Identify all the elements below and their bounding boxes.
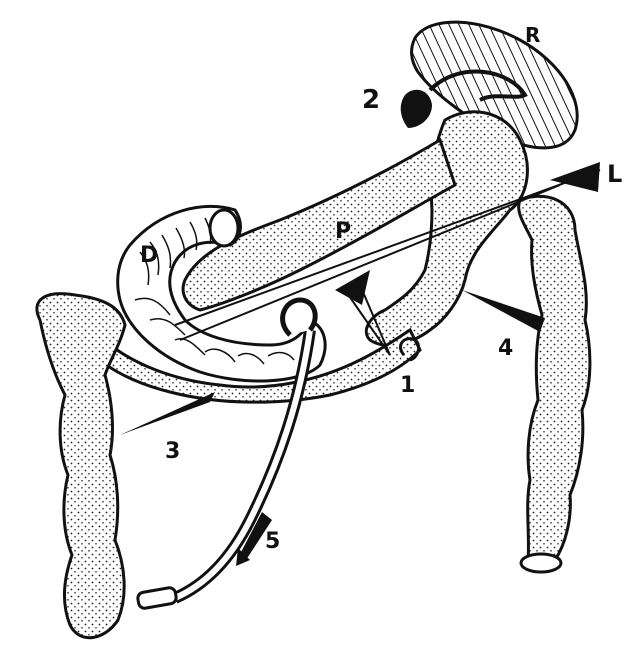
label-4: 4 <box>498 336 513 361</box>
descending-colon <box>519 196 590 560</box>
colon-end <box>521 554 561 572</box>
wedge-4 <box>462 290 545 332</box>
label-pancreas: P <box>335 219 351 244</box>
ascending-colon <box>37 294 125 638</box>
label-ligament: L <box>607 160 622 188</box>
label-3: 3 <box>165 439 180 464</box>
wedge-L <box>550 162 600 192</box>
tube-end <box>137 587 177 609</box>
black-vessel-2 <box>401 90 432 128</box>
label-duodenum: D <box>140 243 158 268</box>
label-1: 1 <box>400 373 415 398</box>
label-spleen: R <box>525 23 540 47</box>
tube-coil <box>283 300 316 335</box>
wedge-3 <box>120 392 215 435</box>
label-2: 2 <box>362 85 380 115</box>
label-5: 5 <box>265 529 280 554</box>
duodenum-opening <box>210 210 238 246</box>
